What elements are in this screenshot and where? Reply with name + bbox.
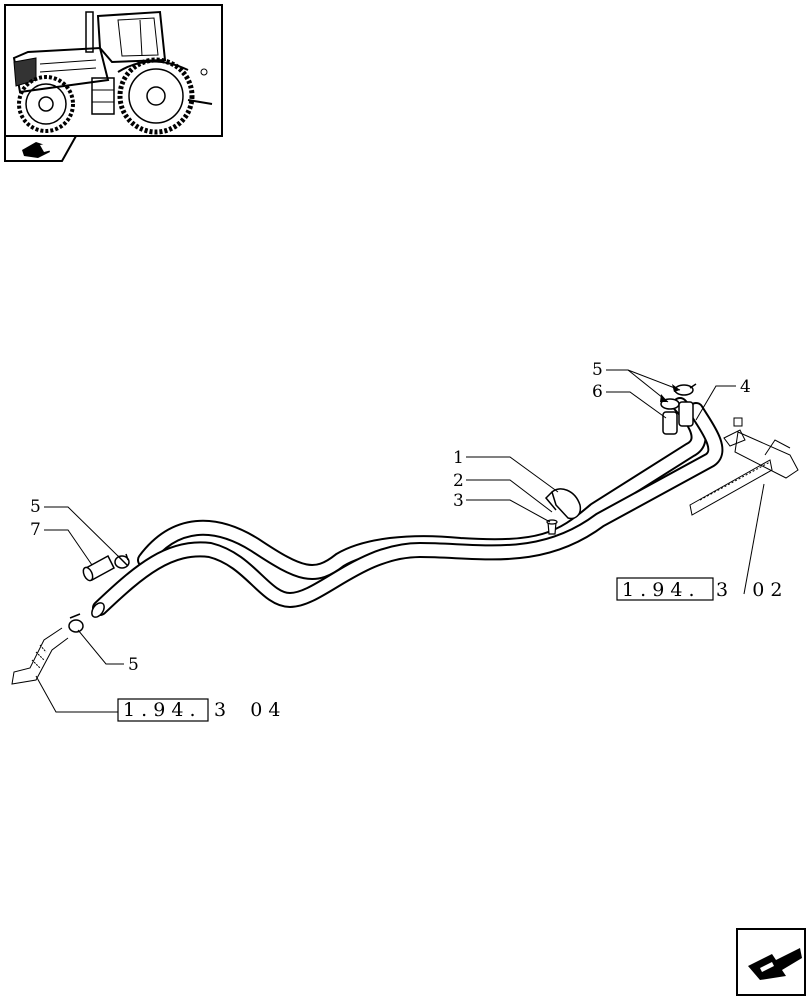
callout-5-top: 5 — [592, 360, 603, 380]
hose-connector-part-7 — [82, 554, 115, 582]
reference-box-left[interactable]: 1 . 9 4 . 3 0 4 — [117, 698, 280, 722]
callout-2: 2 — [453, 471, 464, 491]
callout-3: 3 — [453, 491, 464, 511]
leader-lines — [35, 369, 765, 713]
callout-5-left: 5 — [30, 497, 41, 517]
callout-6: 6 — [592, 382, 603, 402]
callout-7: 7 — [30, 520, 41, 540]
tractor-thumbnail-icon — [4, 4, 223, 137]
hose-clamp-bottom-part-5 — [68, 613, 84, 633]
clamp-clip-part-1 — [544, 488, 582, 520]
callout-1: 1 — [453, 448, 464, 468]
heater-unit-reference-right — [689, 417, 799, 516]
callout-4: 4 — [740, 377, 751, 397]
reference-left-suffix: 3 0 4 — [214, 699, 280, 721]
leader-arrowheads — [660, 384, 680, 402]
hose-fitting-part-6 — [662, 401, 694, 435]
reference-left-boxed: 1 . 9 4 . — [123, 699, 196, 721]
reference-right-suffix: 3 0 2 — [716, 579, 782, 601]
screw-part-3 — [546, 519, 558, 535]
hose-clamp-left-part-5 — [114, 553, 130, 569]
hose-assembly — [91, 397, 724, 618]
section-tab-icon — [4, 135, 77, 162]
pipe-reference-left — [11, 627, 69, 685]
reference-box-right[interactable]: 1 . 9 4 . 3 0 2 — [616, 577, 782, 601]
next-page-arrow-icon[interactable] — [736, 928, 806, 996]
reference-right-boxed: 1 . 9 4 . — [622, 579, 695, 601]
callout-5-bottom: 5 — [128, 655, 139, 675]
